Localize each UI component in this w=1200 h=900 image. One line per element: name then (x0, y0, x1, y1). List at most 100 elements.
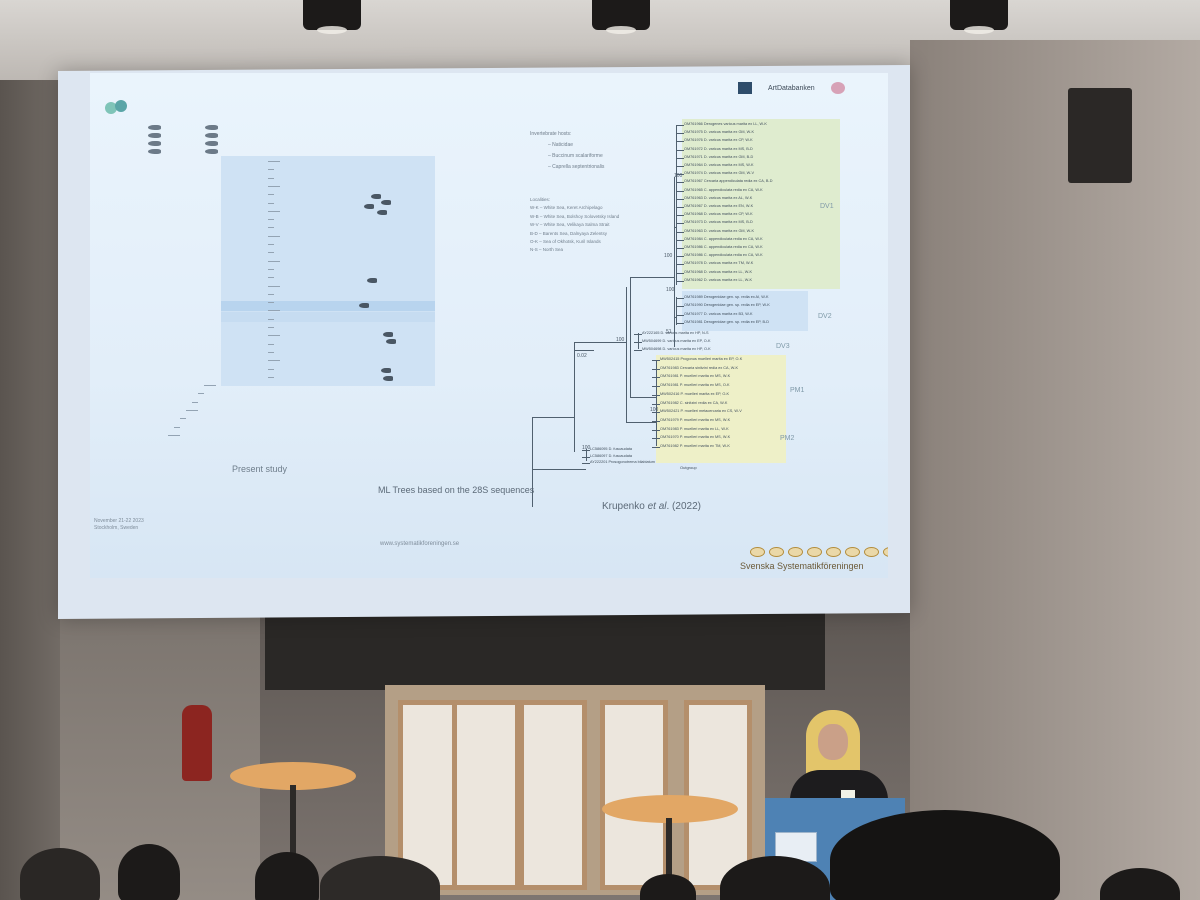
tree-branch (268, 302, 274, 304)
tree-branch (676, 231, 684, 233)
door-panel (519, 700, 587, 890)
taxon-label: OM761968 D. varicus marita ex CP, W-K (684, 212, 753, 217)
taxon-label: OM761990 Derogenidae gen. sp. redia ex E… (684, 303, 770, 308)
fish-icon (364, 204, 374, 209)
stage-light (950, 0, 1008, 34)
taxon-label: OM761970 P. muelleri marita ex MS, W-K (660, 435, 731, 440)
eye-emblem-icon (788, 547, 803, 557)
society-emblems (750, 547, 888, 557)
tree-branch (676, 149, 684, 151)
tree-branch (268, 360, 280, 362)
taxon-label: OM761977 D. varicus marita ex B3, W-K (684, 311, 753, 316)
taxon-label: OM761963 D. varicus marita ex GM, W-K (684, 228, 754, 233)
presentation-slide: ArtDatabanken Inver (90, 73, 888, 578)
society-name: Svenska Systematikföreningen (740, 561, 864, 571)
present-study-tree (221, 156, 435, 386)
eye-emblem-icon (845, 547, 860, 557)
tree-branch (180, 418, 186, 420)
clade-label: PM2 (780, 435, 795, 442)
event-date: November 21-22 2023 Stockholm, Sweden (94, 518, 144, 532)
right-wall (910, 40, 1200, 900)
taxon-label: OM761966 Derogenes varicus marita ex LL,… (684, 122, 767, 126)
host-legend-item: – Naticidae (548, 142, 574, 148)
tree-branch (676, 198, 684, 200)
tree-branch (674, 317, 676, 318)
clade-pm-highlight (656, 355, 786, 463)
tree-branch (656, 360, 657, 446)
reference-year: . (2022) (666, 501, 701, 512)
table-leg (290, 785, 296, 855)
audience-head (118, 844, 180, 900)
tree-branch (676, 323, 684, 325)
tree-branch (676, 297, 677, 325)
taxon-label: MW502415 Progonus muelleri marita ex EP,… (660, 357, 743, 361)
society-logo-icon (105, 100, 127, 114)
tree-branch (268, 202, 274, 204)
tree-branch (268, 219, 274, 221)
taxon-label: MW502421 P. muelleri metacercaria ex CS,… (660, 409, 742, 414)
door-panel (452, 700, 520, 890)
audience-head (255, 852, 319, 900)
reference-author: Krupenko (602, 501, 648, 512)
tree-branch (676, 190, 684, 192)
eye-emblem-icon (883, 547, 888, 557)
tree-branch (586, 449, 587, 461)
scale-value: 0.02 (577, 353, 587, 359)
taxon-label: OM761979 P. muelleri marita ex MS, W-K (660, 417, 731, 422)
taxon-label: OM761974 D. varicus marita ex GM, W-V (684, 171, 754, 176)
tree-branch (676, 223, 684, 225)
taxon-label: OM761982 C. sinitzini redia ex CA, W-K (660, 400, 728, 405)
host-legend-item: – Caprella septentrionalis (548, 164, 605, 170)
left-tree-legend (148, 123, 218, 155)
taxon-label: AY222165 D. varicus marita ex HP, N-S (642, 331, 709, 335)
fish-icon (383, 332, 393, 337)
ml-trees-caption: ML Trees based on the 28S sequences (378, 485, 535, 495)
locality-legend-title: Localities: (530, 197, 551, 202)
taxon-label: AY222201 Prosogonotrema bilabiatum (590, 460, 655, 464)
fish-icon (205, 148, 218, 154)
eye-emblem-icon (769, 547, 784, 557)
scale-bar (574, 350, 594, 351)
audience-head (640, 874, 696, 900)
fish-icon (381, 200, 391, 205)
tree-branch (268, 327, 274, 328)
tree-branch (268, 169, 274, 171)
tree-branch (574, 342, 626, 343)
locality-item: W-V – White Sea, Velikaya Salma Strait (530, 222, 610, 228)
event-date-line: November 21-22 2023 (94, 518, 144, 524)
tree-branch (676, 166, 684, 167)
tree-branch (268, 318, 274, 320)
tree-branch (532, 469, 586, 470)
tree-branch (676, 125, 684, 126)
taxon-label: OM761978 D. varicus marita ex TM, W-K (684, 261, 754, 266)
tree-branch (676, 248, 684, 249)
tree-branch (268, 235, 280, 237)
table-leg (666, 818, 672, 880)
taxon-label: OM761984 C. appendiculata redia ex CA, W… (684, 236, 763, 241)
tree-branch (652, 447, 660, 448)
fish-icon (148, 140, 161, 146)
audience-head (1100, 868, 1180, 900)
reference-et-al: et al (647, 501, 667, 512)
tree-branch (676, 182, 684, 184)
taxon-label: OM761986 C. appendiculata redia ex CA, W… (684, 253, 763, 258)
wall-speaker (1068, 88, 1132, 183)
tree-branch (268, 310, 280, 312)
audience-head (830, 810, 1060, 900)
taxon-label: OM761963 D. varicus marita ex AL, W-K (684, 195, 753, 200)
audience-head (320, 856, 440, 900)
taxon-label: OM761981 Derogenidae gen. sp. redia ex E… (684, 320, 769, 325)
clade-label: DV1 (820, 203, 834, 210)
tree-branch (676, 306, 684, 308)
taxon-label: MW504699 D. varicus marita ex EP, O-K (642, 339, 711, 344)
bootstrap-value: 100 (674, 173, 683, 179)
clade-label: DV2 (818, 313, 832, 320)
taxon-label: OM761968 D. varicus marita ex LL, W-K (684, 269, 753, 274)
taxon-label: LC586097 D. fuscaudata (590, 453, 633, 458)
tree-branch (630, 277, 631, 397)
artdatabanken-logo: ArtDatabanken (768, 84, 815, 92)
taxon-label: OM761989 Derogenidae gen. sp. redia ex A… (684, 295, 769, 299)
audience-head (20, 848, 100, 900)
tree-branch (676, 239, 684, 241)
